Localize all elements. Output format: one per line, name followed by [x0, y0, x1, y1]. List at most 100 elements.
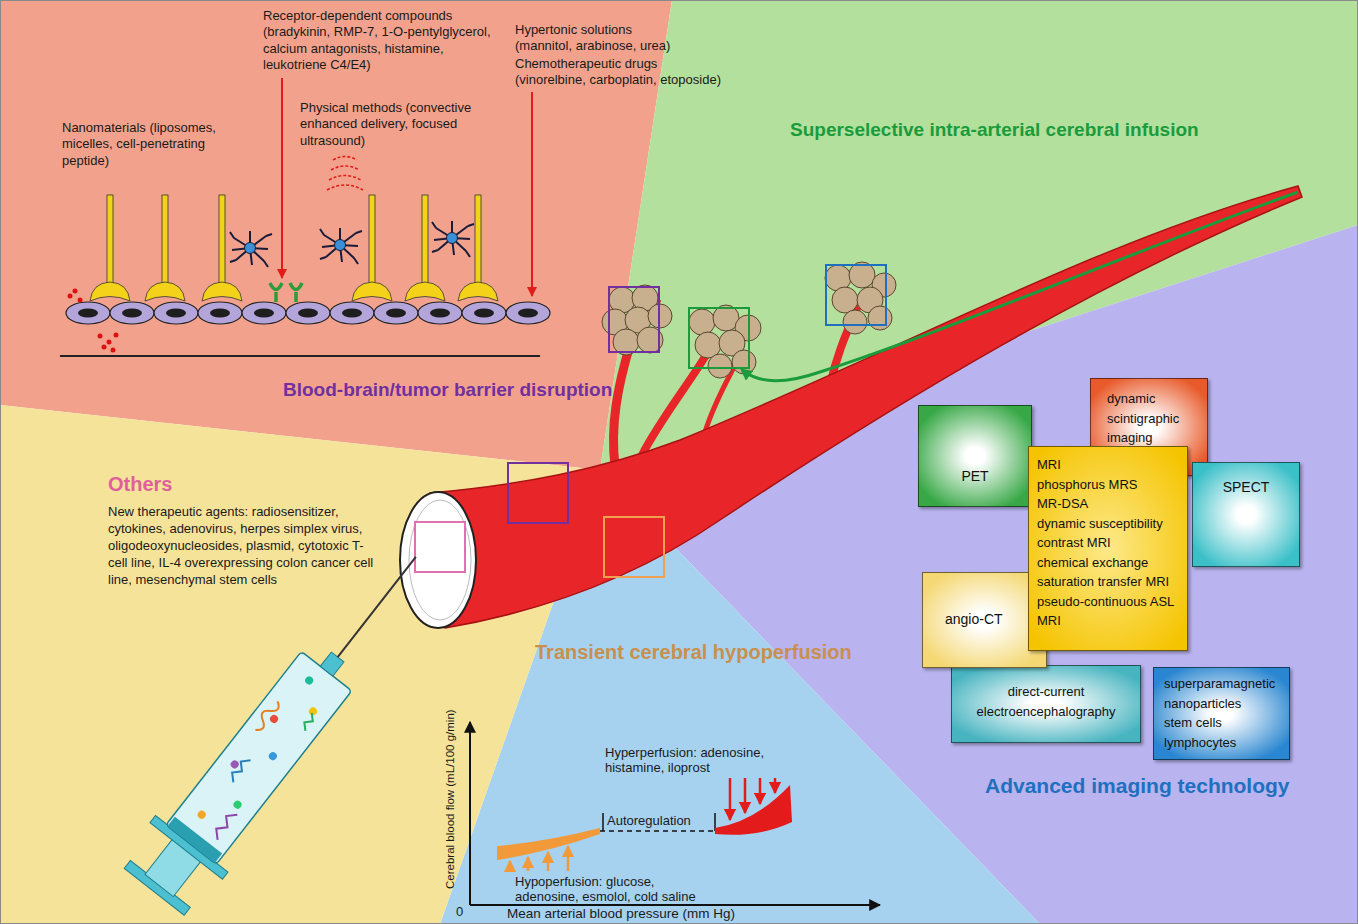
infusion-catheter: [742, 192, 1298, 381]
box-text: PET: [923, 466, 1027, 487]
autoregulation-graph: [759, 778, 762, 804]
autoregulation-graph: [744, 778, 747, 813]
barrier-illustration: [198, 302, 242, 324]
autoregulation-graph: [509, 861, 512, 871]
syringe: [229, 759, 240, 770]
box-text: dynamic susceptibility contrast MRI: [1037, 514, 1179, 553]
barrier-illustration: [320, 228, 362, 264]
barrier-illustration: [154, 302, 198, 324]
barrier-illustration: [73, 289, 78, 294]
region-heading: Transient cerebral hypoperfusion: [535, 640, 852, 665]
zoom-square: [609, 287, 659, 352]
syringe: [196, 809, 207, 820]
syringe: [166, 651, 352, 864]
box-text: stem cells: [1164, 713, 1281, 733]
zoom-square: [415, 522, 465, 572]
barrier-illustration: [114, 333, 119, 338]
autoregulation-graph: [715, 785, 792, 835]
syringe: [267, 751, 278, 762]
syringe: [232, 799, 243, 810]
imaging-box: direct-current electroencephalography: [951, 665, 1141, 743]
blood-vessel: [409, 500, 471, 620]
curve-note: Hypoperfusion: glucose, adenosine, esmol…: [515, 874, 710, 904]
barrier-illustration: [230, 231, 272, 267]
barrier-illustration: [506, 302, 550, 324]
barrier-illustration: [68, 294, 73, 299]
tumor-cluster: [832, 287, 858, 313]
compound-note: Receptor-dependent compounds (bradykinin…: [263, 8, 503, 73]
syringe: [211, 810, 237, 840]
syringe: [251, 698, 281, 733]
axis-tick: 0: [456, 904, 463, 920]
barrier-illustration: [374, 302, 418, 324]
autoregulation-graph: [600, 830, 715, 832]
syringe: [320, 652, 344, 676]
autoregulation-graph: [567, 846, 570, 871]
box-text: SPECT: [1197, 477, 1295, 498]
region-heading: Superselective intra-arterial cerebral i…: [790, 118, 1199, 142]
box-text: lymphocytes: [1164, 733, 1281, 753]
imaging-list-box: MRIphosphorus MRSMR-DSAdynamic susceptib…: [1028, 446, 1188, 651]
barrier-illustration: [98, 334, 103, 339]
curve-note: Autoregulation: [607, 813, 691, 829]
box-text: dynamic scintigraphic imaging: [1107, 389, 1197, 448]
barrier-illustration: [531, 92, 533, 296]
barrier-illustration: [462, 302, 506, 324]
syringe: [118, 529, 452, 921]
agent-list: New therapeutic agents: radiosensitizer,…: [108, 503, 378, 588]
barrier-illustration: [107, 340, 112, 345]
axis-title: Cerebral blood flow (mL/100 g/min): [443, 684, 457, 914]
box-text: chemical exchange saturation transfer MR…: [1037, 553, 1179, 592]
barrier-illustration: [432, 221, 474, 257]
blood-vessel: [400, 492, 476, 628]
barrier-illustration: [90, 195, 130, 301]
infusion-catheter: [742, 192, 1298, 381]
barrier-illustration: [418, 302, 462, 324]
box-text: pseudo-continuous ASL MRI: [1037, 592, 1179, 631]
syringe: [304, 675, 315, 686]
barrier-illustration: [60, 78, 550, 356]
barrier-illustration: [281, 78, 283, 278]
box-text: MRI: [1037, 455, 1179, 475]
zoom-square: [415, 265, 886, 577]
box-text: direct-current electroencephalography: [960, 682, 1132, 721]
region-heading: Advanced imaging technology: [985, 773, 1290, 799]
zoom-square: [604, 517, 664, 577]
tumor-cluster: [843, 310, 867, 334]
barrier-illustration: [111, 348, 116, 353]
axis-title: Mean arterial blood pressure (mm Hg): [507, 906, 735, 923]
autoregulation-graph: [602, 813, 604, 831]
autoregulation-graph: [729, 778, 732, 820]
autoregulation-graph: [774, 778, 777, 793]
compound-note: Hypertonic solutions (mannitol, arabinos…: [515, 22, 675, 55]
region-heading: Others: [108, 472, 172, 497]
region-heading: Blood-brain/tumor barrier disruption: [283, 378, 612, 402]
imaging-box: superparamagnetic nanoparticlesstem cell…: [1153, 667, 1290, 760]
tumor-cluster: [868, 306, 892, 330]
syringe: [338, 557, 416, 657]
barrier-illustration: [202, 195, 242, 301]
barrier-illustration: [78, 298, 83, 303]
autoregulation-graph: [470, 904, 880, 906]
barrier-illustration: [102, 345, 107, 350]
compound-note: Chemotherapeutic drugs (vinorelbine, car…: [515, 56, 726, 89]
tumor-cluster: [689, 309, 715, 335]
barrier-illustration: [60, 355, 540, 357]
barrier-illustration: [286, 302, 330, 324]
imaging-box: SPECT: [1192, 462, 1300, 567]
blood-vessel: [613, 345, 630, 466]
box-text: phosphorus MRS: [1037, 475, 1179, 495]
autoregulation-graph: [527, 857, 530, 871]
barrier-illustration: [330, 302, 374, 324]
autoregulation-graph: [547, 852, 550, 871]
curve-note: Hyperperfusion: adenosine, histamine, il…: [605, 745, 783, 775]
syringe: [167, 817, 222, 863]
barrier-illustration: [327, 157, 363, 191]
box-text: superparamagnetic nanoparticles: [1164, 674, 1281, 713]
method-note: Physical methods (convective enhanced de…: [300, 100, 485, 149]
imaging-box: PET: [918, 405, 1032, 507]
barrier-illustration: [145, 195, 185, 301]
